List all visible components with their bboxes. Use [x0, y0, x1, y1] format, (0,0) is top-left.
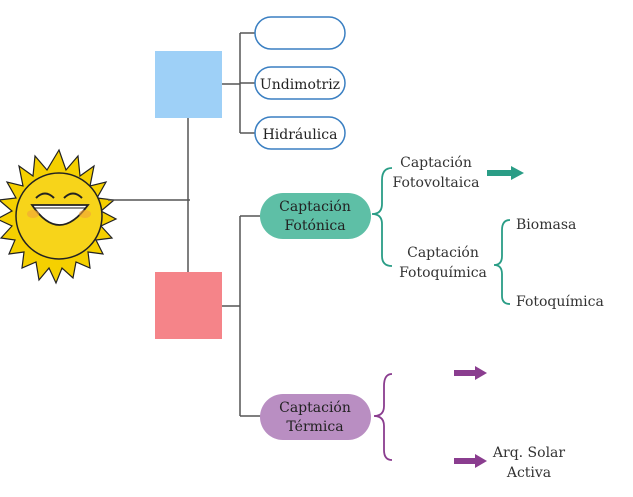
fotoquimica-label: Fotoquímica [516, 294, 604, 310]
energy-box-blue [155, 51, 222, 118]
fotoquimica-cap-line2: Fotoquímica [399, 265, 487, 281]
termica-line1: Captación [279, 400, 351, 416]
energy-box-red [155, 272, 222, 339]
biomasa-label: Biomasa [516, 217, 576, 233]
arq-activa-line2: Activa [506, 465, 551, 481]
fotonica-pill [260, 193, 371, 239]
termica-line2: Térmica [286, 419, 343, 435]
teal-arrow [487, 166, 524, 180]
undimotriz-label: Undimotriz [260, 77, 340, 93]
undimotriz-pill [254, 66, 346, 100]
fotonica-line2: Fotónica [284, 218, 345, 234]
teal-brace [371, 167, 393, 267]
purple-brace [373, 373, 393, 461]
empty-pill [254, 16, 346, 50]
hidraulica-pill [254, 116, 346, 150]
purple-arrow-2 [454, 454, 487, 468]
fotoquimica-cap-line1: Captación [407, 245, 479, 261]
fotovoltaica-line2: Fotovoltaica [393, 175, 480, 191]
purple-arrow-1 [454, 366, 487, 380]
teal-brace-small [493, 219, 511, 305]
blue-bracket [222, 32, 255, 134]
fotovoltaica-line1: Captación [400, 155, 472, 171]
hidraulica-label: Hidráulica [263, 127, 338, 143]
smiling-sun-icon [0, 148, 118, 285]
termica-pill [260, 394, 371, 440]
fotonica-line1: Captación [279, 199, 351, 215]
red-bracket [222, 215, 262, 417]
arq-activa-line1: Arq. Solar [492, 445, 566, 461]
